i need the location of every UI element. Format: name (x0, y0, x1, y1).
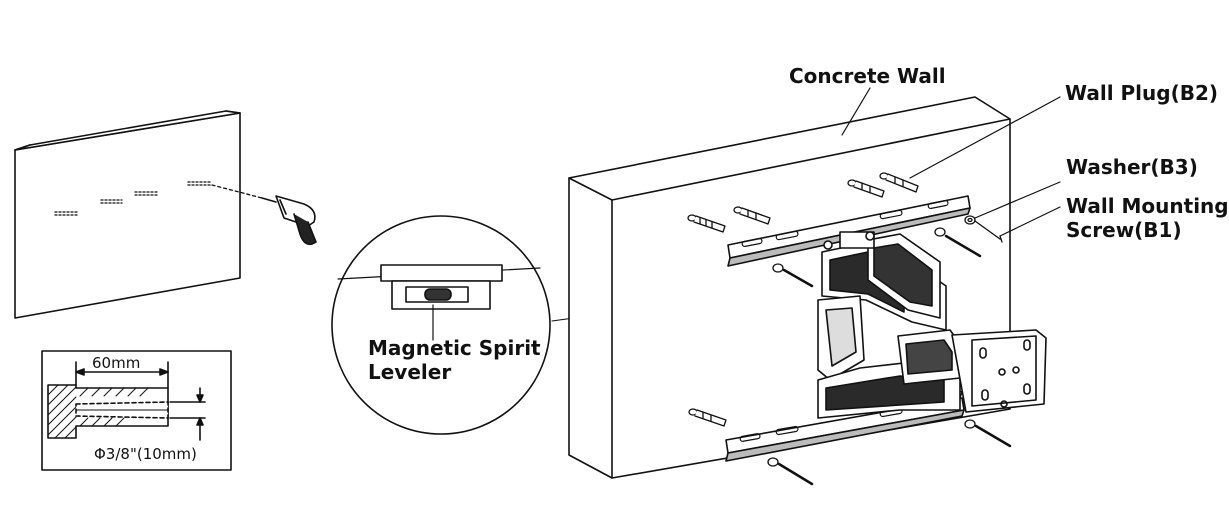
label-wall-mounting-screw-line2: Screw(B1) (1066, 218, 1182, 242)
vesa-mounting-plate (951, 329, 1047, 413)
label-leveler-line2: Leveler (368, 360, 452, 384)
label-depth-dimension: 60mm (92, 354, 141, 372)
label-diameter-dimension: Φ3/8"(10mm) (94, 445, 197, 463)
drilling-wall-block (14, 110, 241, 319)
label-concrete-wall: Concrete Wall (789, 64, 946, 88)
drilled-holes (54, 181, 263, 216)
label-wall-plug: Wall Plug(B2) (1065, 81, 1219, 105)
leader-lines (841, 87, 1061, 237)
articulating-arm (817, 231, 961, 419)
label-washer: Washer(B3) (1066, 155, 1198, 179)
label-wall-mounting-screw-line1: Wall Mounting (1066, 194, 1229, 218)
hole-detail-box (41, 350, 232, 471)
wall-plugs (687, 172, 963, 427)
power-drill-icon (261, 195, 317, 246)
label-leveler-line1: Magnetic Spirit (368, 336, 541, 360)
